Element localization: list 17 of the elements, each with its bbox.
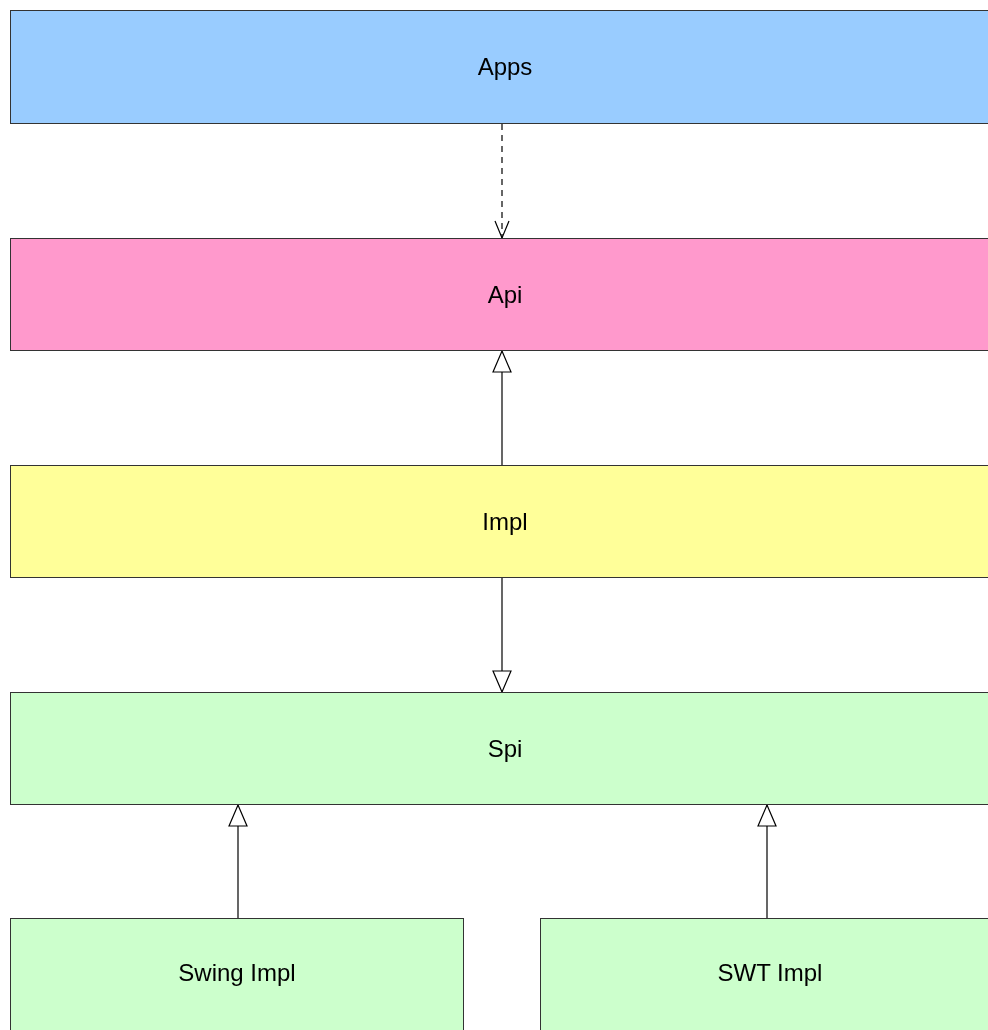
arrow: [494, 123, 510, 239]
arrow: [757, 804, 777, 919]
layer-box: [10, 465, 988, 578]
arrow: [228, 804, 248, 919]
layer-box: [10, 692, 988, 805]
layer-label: SWT Impl: [717, 958, 823, 988]
layer-label: Impl: [482, 506, 528, 537]
layer-box: [10, 238, 988, 351]
layer-box: [10, 10, 988, 124]
layer-label: Spi: [487, 733, 523, 764]
layer-box: [540, 918, 988, 1030]
arrow: [492, 350, 512, 466]
layer-label: Apps: [477, 52, 533, 82]
layer-label: Api: [487, 279, 523, 310]
layer-label: Swing Impl: [178, 958, 296, 988]
layer-box: [10, 918, 464, 1030]
arrow: [492, 577, 512, 693]
